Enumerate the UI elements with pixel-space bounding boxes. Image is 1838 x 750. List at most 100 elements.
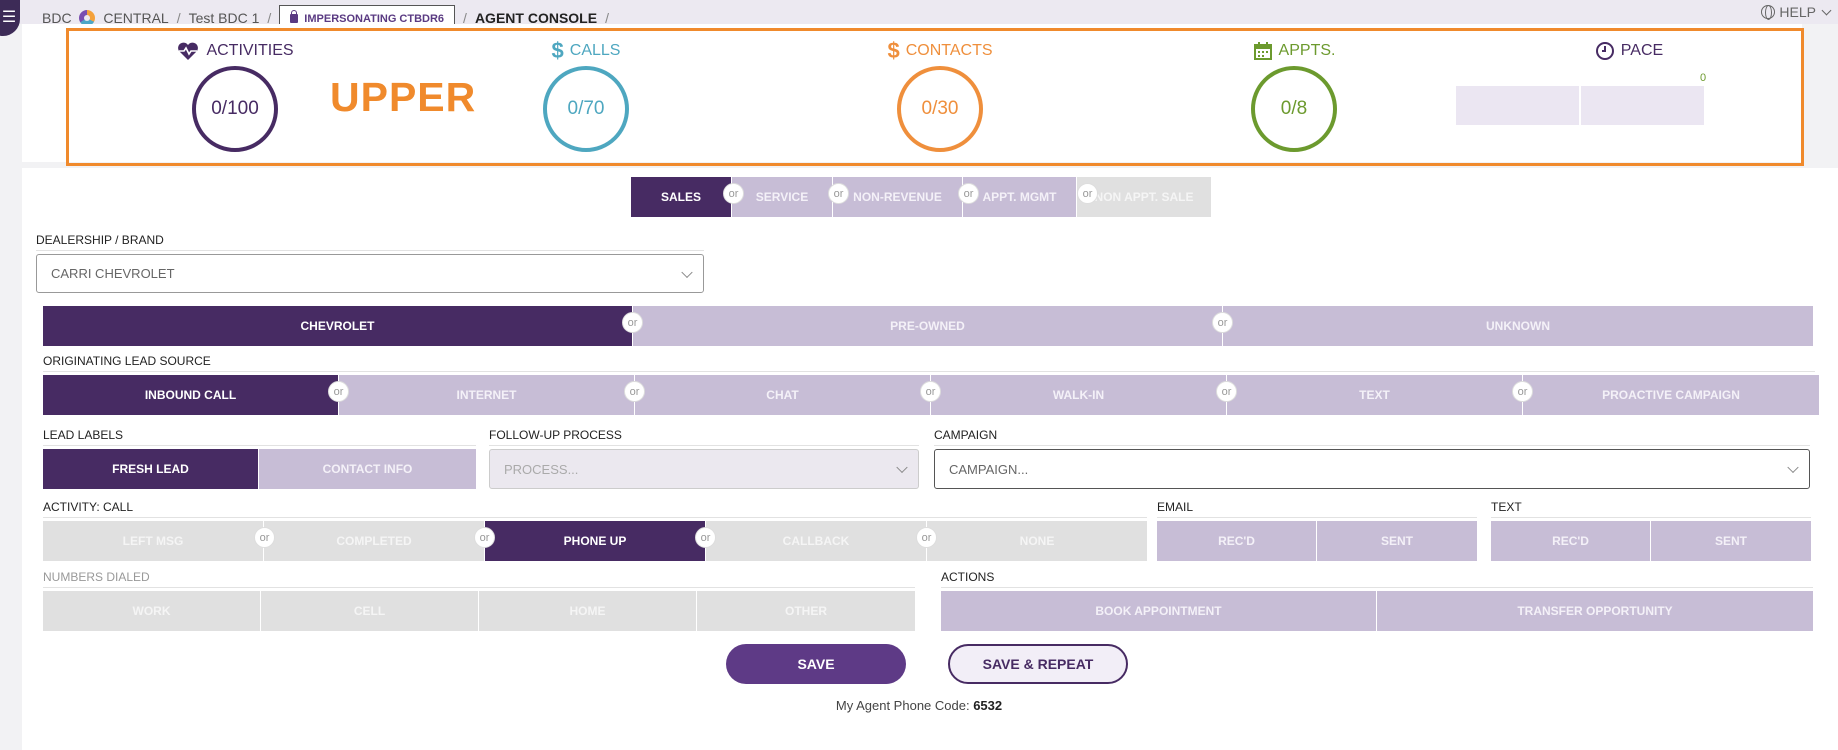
chevron-down-icon bbox=[896, 461, 908, 474]
activity-none[interactable]: NONE bbox=[927, 521, 1147, 561]
book-appointment-button[interactable]: BOOK APPOINTMENT bbox=[941, 591, 1377, 631]
or-divider: or bbox=[920, 381, 941, 402]
divider bbox=[489, 445, 919, 446]
save-button[interactable]: SAVE bbox=[726, 644, 906, 684]
activity-label: ACTIVITY: CALL bbox=[43, 500, 134, 514]
followup-process-select: PROCESS... bbox=[489, 449, 919, 489]
tab-sales[interactable]: SALES bbox=[631, 177, 732, 217]
lock-icon bbox=[290, 10, 299, 23]
lead-source-label: ORIGINATING LEAD SOURCE bbox=[43, 354, 211, 368]
brand-unknown[interactable]: UNKNOWN bbox=[1223, 306, 1813, 346]
chevron-down-icon bbox=[1821, 5, 1832, 15]
divider bbox=[1491, 517, 1811, 518]
lead-source-walk-in[interactable]: WALK-IN bbox=[931, 375, 1227, 415]
stat-contacts: $ CONTACTS 0/30 bbox=[865, 38, 1015, 152]
lead-source-text[interactable]: TEXT bbox=[1227, 375, 1523, 415]
dialed-home: HOME bbox=[479, 591, 697, 631]
globe-icon bbox=[1761, 5, 1776, 20]
lead-source-inbound-call[interactable]: INBOUND CALL bbox=[43, 375, 339, 415]
activity-phone-up[interactable]: PHONE UP bbox=[485, 521, 706, 561]
or-divider: or bbox=[1216, 381, 1237, 402]
calendar-icon bbox=[1253, 42, 1272, 60]
activity-options: LEFT MSG COMPLETED PHONE UP CALLBACK NON… bbox=[43, 521, 1147, 561]
divider bbox=[1157, 517, 1477, 518]
heart-pulse-icon bbox=[178, 42, 199, 60]
lead-labels-options: FRESH LEAD CONTACT INFO bbox=[43, 449, 476, 489]
brand-options: CHEVROLET PRE-OWNED UNKNOWN bbox=[43, 306, 1813, 346]
stat-title-calls: CALLS bbox=[569, 42, 621, 59]
or-divider: or bbox=[1212, 312, 1233, 333]
appts-ring: 0/8 bbox=[1251, 66, 1337, 152]
dialed-other: OTHER bbox=[697, 591, 915, 631]
actions-label: ACTIONS bbox=[941, 570, 995, 584]
divider bbox=[43, 445, 476, 446]
or-divider: or bbox=[328, 381, 349, 402]
clock-icon bbox=[1595, 42, 1614, 60]
email-received[interactable]: REC'D bbox=[1157, 521, 1317, 561]
upper-annotation: UPPER bbox=[330, 74, 477, 120]
lead-labels-label: LEAD LABELS bbox=[43, 428, 124, 442]
divider bbox=[43, 371, 1815, 372]
text-sent[interactable]: SENT bbox=[1651, 521, 1811, 561]
agent-phone-code: My Agent Phone Code: 6532 bbox=[835, 698, 1003, 713]
or-divider: or bbox=[1512, 381, 1533, 402]
lead-label-fresh-lead[interactable]: FRESH LEAD bbox=[43, 449, 259, 489]
text-label: TEXT bbox=[1491, 500, 1522, 514]
menu-icon[interactable]: ☰ bbox=[0, 0, 20, 36]
breadcrumb-separator: / bbox=[605, 9, 609, 26]
text-options: REC'D SENT bbox=[1491, 521, 1811, 561]
email-label: EMAIL bbox=[1157, 500, 1194, 514]
save-and-repeat-button[interactable]: SAVE & REPEAT bbox=[948, 644, 1128, 684]
stat-title-activities: ACTIVITIES bbox=[206, 42, 294, 59]
activity-left-msg[interactable]: LEFT MSG bbox=[43, 521, 264, 561]
tab-non-revenue[interactable]: NON-REVENUE bbox=[833, 177, 963, 217]
stat-appts: APPTS. 0/8 bbox=[1219, 40, 1369, 152]
transfer-opportunity-button[interactable]: TRANSFER OPPORTUNITY bbox=[1377, 591, 1813, 631]
tab-appt-mgmt[interactable]: APPT. MGMT bbox=[963, 177, 1077, 217]
campaign-select[interactable]: CAMPAIGN... bbox=[934, 449, 1810, 489]
lead-source-proactive-campaign[interactable]: PROACTIVE CAMPAIGN bbox=[1523, 375, 1819, 415]
lead-source-internet[interactable]: INTERNET bbox=[339, 375, 635, 415]
divider bbox=[36, 250, 704, 251]
pace-value: 0 bbox=[1700, 72, 1707, 84]
breadcrumb-brand[interactable]: BDC CENTRAL bbox=[42, 9, 169, 26]
divider bbox=[43, 587, 915, 588]
dealership-select[interactable]: CARRI CHEVROLET bbox=[36, 254, 704, 293]
divider bbox=[941, 587, 1813, 588]
breadcrumb-page: AGENT CONSOLE bbox=[474, 9, 598, 26]
divider bbox=[43, 517, 1147, 518]
divider bbox=[934, 445, 1810, 446]
lead-label-contact-info[interactable]: CONTACT INFO bbox=[259, 449, 476, 489]
activity-completed[interactable]: COMPLETED bbox=[264, 521, 485, 561]
dialed-work: WORK bbox=[43, 591, 261, 631]
or-divider: or bbox=[828, 183, 849, 204]
tab-service[interactable]: SERVICE bbox=[732, 177, 833, 217]
or-divider: or bbox=[916, 527, 937, 548]
pace-bar bbox=[1581, 86, 1704, 125]
or-divider: or bbox=[624, 381, 645, 402]
calls-ring: 0/70 bbox=[543, 66, 629, 152]
help-button[interactable]: HELP bbox=[1761, 4, 1832, 20]
brand-pre-owned[interactable]: PRE-OWNED bbox=[633, 306, 1223, 346]
breadcrumb-account[interactable]: Test BDC 1 bbox=[188, 9, 260, 26]
department-tabs: SALES SERVICE NON-REVENUE APPT. MGMT NON… bbox=[631, 177, 1211, 217]
email-options: REC'D SENT bbox=[1157, 521, 1477, 561]
stat-activities: ACTIVITIES 0/100 bbox=[160, 40, 310, 152]
stat-title-pace: PACE bbox=[1620, 42, 1664, 59]
brand-chevrolet[interactable]: CHEVROLET bbox=[43, 306, 633, 346]
or-divider: or bbox=[474, 527, 495, 548]
chevron-down-icon bbox=[1787, 461, 1799, 474]
stat-calls: $ CALLS 0/70 bbox=[511, 38, 661, 152]
dialed-cell: CELL bbox=[261, 591, 479, 631]
lead-source-chat[interactable]: CHAT bbox=[635, 375, 931, 415]
text-received[interactable]: REC'D bbox=[1491, 521, 1651, 561]
tab-non-appt-sale: NON APPT. SALE bbox=[1077, 177, 1211, 217]
agent-phone-code-value: 6532 bbox=[973, 698, 1003, 713]
dollar-icon: $ bbox=[887, 38, 900, 63]
activity-callback[interactable]: CALLBACK bbox=[706, 521, 927, 561]
or-divider: or bbox=[254, 527, 275, 548]
or-divider: or bbox=[958, 183, 979, 204]
email-sent[interactable]: SENT bbox=[1317, 521, 1477, 561]
or-divider: or bbox=[622, 312, 643, 333]
numbers-dialed-options: WORK CELL HOME OTHER bbox=[43, 591, 915, 631]
